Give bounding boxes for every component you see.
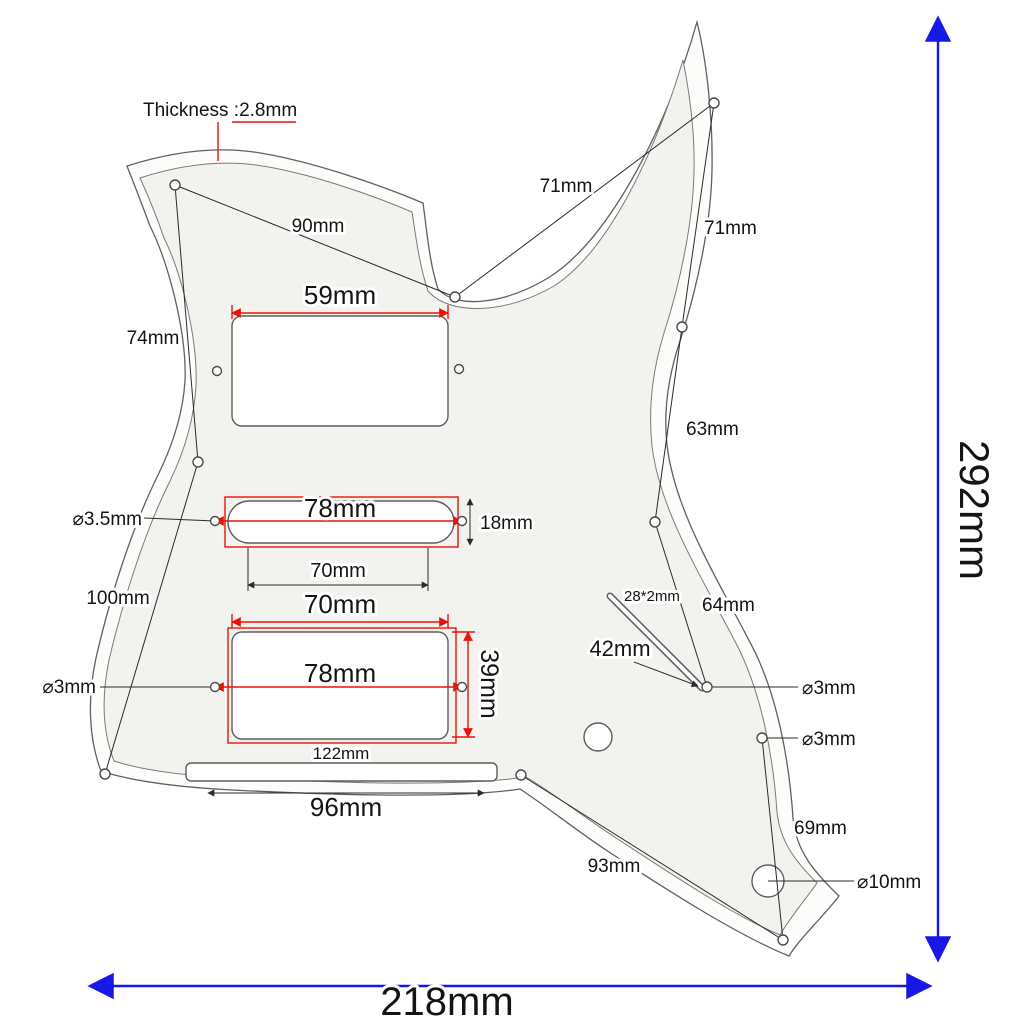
label-59mm: 59mm — [304, 280, 376, 310]
screw-hole — [676, 321, 688, 333]
screw-hole — [777, 934, 789, 946]
angled-slot — [608, 594, 704, 690]
control-hole — [583, 722, 613, 752]
label-71mm-right: 71mm — [704, 218, 757, 239]
line-71mm-right — [681, 102, 715, 328]
label-dia10: ⌀10mm — [857, 872, 921, 893]
pickup-mount-screw — [209, 681, 221, 693]
pickup-mount-screw — [453, 363, 465, 375]
screw-hole — [708, 97, 720, 109]
label-74mm: 74mm — [127, 328, 180, 349]
leader-dia3p5 — [143, 517, 216, 522]
screw-hole — [449, 291, 461, 303]
pickup-mount-screw — [211, 365, 223, 377]
pickup-mount-screw — [456, 681, 468, 693]
label-dia3p5: ⌀3.5mm — [72, 509, 142, 530]
line-74mm — [174, 184, 199, 463]
pickguard-body — [89, 19, 840, 957]
label-71mm-top: 71mm — [540, 176, 593, 197]
label-100mm: 100mm — [86, 588, 149, 609]
label-122mm: 122mm — [313, 744, 370, 763]
screw-holes — [99, 97, 789, 946]
label-90mm: 90mm — [292, 216, 345, 237]
label-78mm-bridge: 78mm — [304, 658, 376, 688]
label-69mm: 69mm — [794, 818, 847, 839]
screw-hole — [169, 179, 181, 191]
label-dia3-right-upper: ⌀3mm — [802, 678, 856, 699]
labels: Thickness :2.8mm 90mm 71mm 71mm 74mm 59m… — [39, 100, 924, 896]
label-28x2mm: 28*2mm — [624, 588, 680, 605]
line-71mm-top — [454, 102, 715, 298]
label-70mm-middle: 70mm — [310, 560, 366, 582]
line-100mm — [104, 461, 199, 775]
label-dia3-left: ⌀3mm — [42, 677, 96, 698]
screw-hole — [99, 768, 111, 780]
label-thickness: Thickness :2.8mm — [143, 100, 297, 121]
line-63mm — [654, 326, 683, 523]
label-39mm: 39mm — [475, 649, 503, 718]
screw-hole — [701, 681, 713, 693]
pickup-mount-screw — [209, 515, 221, 527]
label-dia3-right-lower: ⌀3mm — [802, 729, 856, 750]
neck-humbucker-cutout — [231, 315, 449, 427]
label-18mm: 18mm — [480, 513, 533, 534]
label-78mm-middle: 78mm — [304, 493, 376, 523]
line-64mm — [654, 521, 708, 688]
line-93mm — [520, 774, 784, 941]
overall-dimensions: 292mm 218mm — [87, 15, 998, 1024]
red-dimensions — [214, 121, 475, 744]
label-63mm: 63mm — [686, 419, 739, 440]
label-96mm: 96mm — [310, 792, 382, 822]
pickup-mount-screw — [456, 515, 468, 527]
tremolo-slot-cutout — [185, 762, 498, 782]
label-42mm: 42mm — [589, 636, 650, 661]
label-64mm: 64mm — [702, 595, 755, 616]
screw-hole — [756, 732, 768, 744]
cutouts — [185, 315, 785, 898]
line-69mm — [761, 737, 784, 941]
line-90mm — [174, 184, 456, 298]
label-93mm: 93mm — [588, 856, 641, 877]
screw-hole — [515, 769, 527, 781]
screw-hole — [649, 516, 661, 528]
arrow-42mm — [633, 661, 699, 688]
label-overall-width: 218mm — [380, 980, 513, 1024]
leader-lines — [100, 102, 854, 941]
label-70mm-bridge: 70mm — [304, 589, 376, 619]
screw-hole — [192, 456, 204, 468]
label-overall-height: 292mm — [951, 440, 998, 580]
